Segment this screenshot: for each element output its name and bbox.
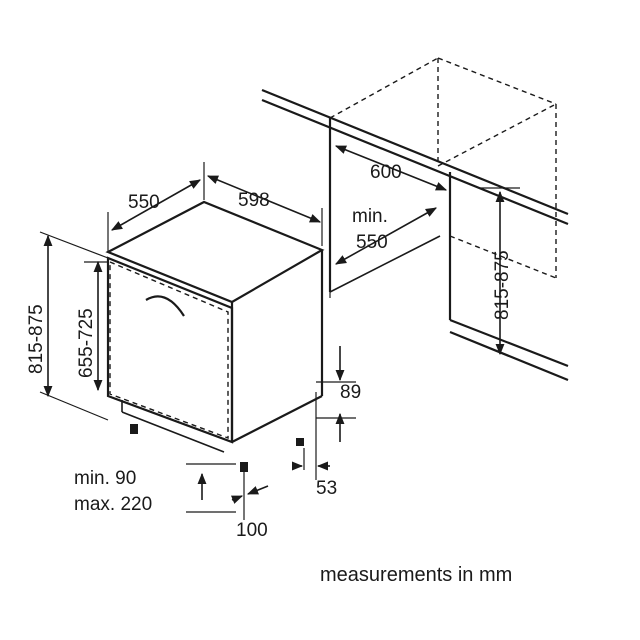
dim-plinth-depth: 100 — [230, 472, 269, 541]
dishwasher-body — [105, 200, 325, 472]
dim-plinth-height: 89 — [316, 346, 361, 442]
label-600: 600 — [370, 162, 402, 183]
label-min-90: min. 90 — [74, 468, 136, 489]
installation-niche — [261, 57, 569, 382]
dim-appliance-width: 598 — [206, 175, 323, 246]
dim-niche-depth: min. 550 — [335, 206, 437, 265]
dim-appliance-depth: 550 — [107, 162, 205, 252]
label-89: 89 — [340, 382, 361, 403]
dim-door-gap: min. 90 max. 220 — [74, 463, 236, 515]
label-550: 550 — [128, 192, 160, 213]
dim-appliance-height: 815-875 655-725 — [26, 231, 109, 421]
label-598: 598 — [238, 190, 270, 211]
label-max-220: max. 220 — [74, 494, 152, 515]
measurement-unit-caption: measurements in mm — [320, 564, 512, 586]
label-min: min. — [352, 206, 388, 227]
label-niche-815-875: 815-875 — [492, 250, 513, 320]
label-815-875: 815-875 — [26, 304, 47, 374]
label-53: 53 — [316, 478, 337, 499]
dim-niche-height: 815-875 — [480, 187, 520, 356]
dim-niche-width: 600 — [334, 145, 448, 191]
dim-plinth-offset: 53 — [291, 392, 337, 499]
label-min-550: 550 — [356, 232, 388, 253]
label-100: 100 — [236, 520, 268, 541]
label-655-725: 655-725 — [76, 308, 97, 378]
